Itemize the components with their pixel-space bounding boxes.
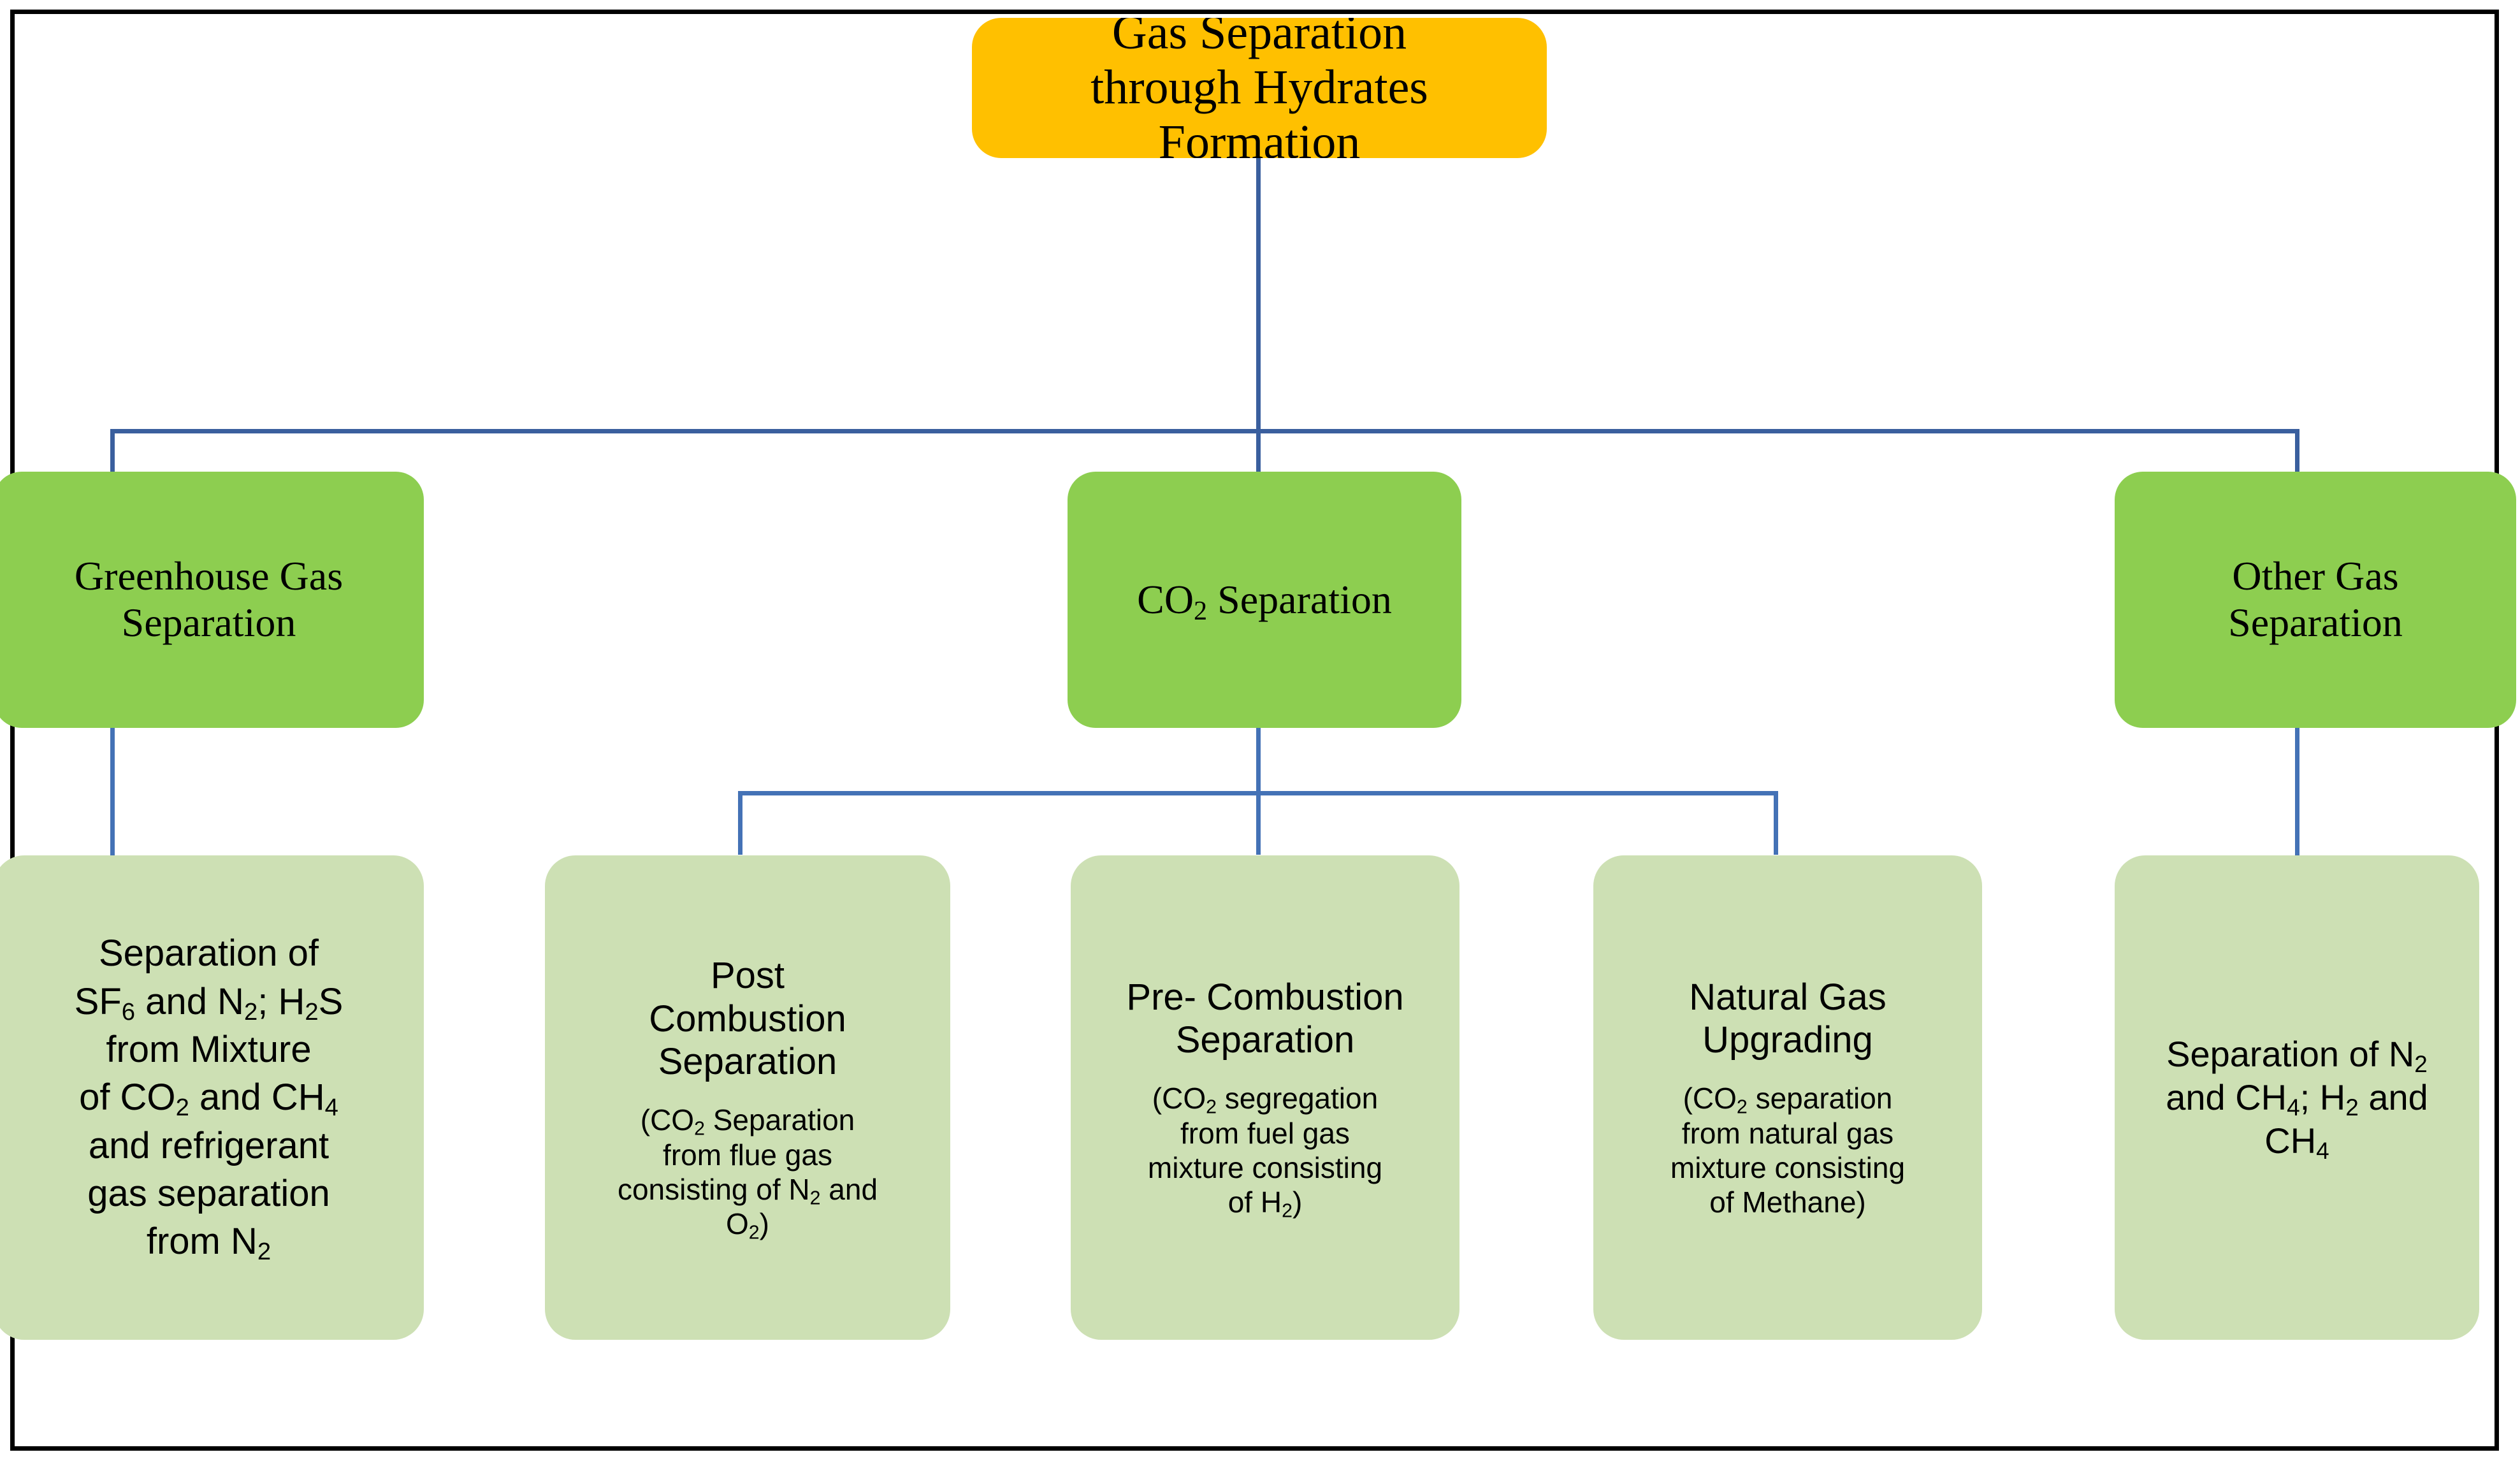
post-combustion-sub-line-2: from flue gas <box>663 1138 832 1172</box>
greenhouse-leaf-line-5: and refrigerant <box>88 1124 329 1166</box>
natural-gas-sub-line-3: mixture consisting <box>1670 1150 1906 1184</box>
other-label-line-1: Other Gas <box>2232 553 2399 599</box>
pre-combustion-sub-line-3: mixture consisting <box>1147 1150 1383 1184</box>
greenhouse-label-line-2: Separation <box>121 600 296 645</box>
root-title-line-3: Formation <box>1158 115 1361 158</box>
node-post-combustion-separation[interactable]: Post Combustion Separation (CO2 Separati… <box>545 855 950 1340</box>
connector-level1-bus <box>110 429 2299 433</box>
connector-drop-post-combustion <box>738 791 742 855</box>
connector-co2-stem <box>1256 728 1261 795</box>
node-co2-separation[interactable]: CO2 Separation <box>1068 472 1461 728</box>
other-label-line-2: Separation <box>2228 600 2403 645</box>
pre-combustion-title-line-2: Separation <box>1175 1019 1355 1061</box>
natural-gas-subtext: (CO2 separation from natural gas mixture… <box>1664 1081 1911 1219</box>
post-combustion-subtext: (CO2 Separation from flue gas consisting… <box>611 1103 884 1244</box>
pre-combustion-sub-line-1: (CO2 segregation <box>1152 1082 1379 1118</box>
greenhouse-leaf-line-3: from Mixture <box>106 1028 312 1070</box>
other-gas-leaf-body: Separation of N2 and CH4; H2 and CH4 <box>2155 1033 2438 1163</box>
node-other-gas-leaf[interactable]: Separation of N2 and CH4; H2 and CH4 <box>2115 855 2479 1340</box>
pre-combustion-title-line-1: Pre- Combustion <box>1126 976 1404 1018</box>
natural-gas-sub-line-4: of Methane) <box>1709 1186 1866 1219</box>
greenhouse-leaf-line-7: from N2 <box>146 1221 272 1266</box>
connector-other-to-leaf <box>2295 728 2299 855</box>
natural-gas-title: Natural Gas Upgrading <box>1680 976 1895 1063</box>
greenhouse-leaf-body: Separation of SF6 and N2; H2S from Mixtu… <box>64 929 354 1266</box>
connector-drop-co2 <box>1256 429 1261 472</box>
pre-combustion-subtext: (CO2 segregation from fuel gas mixture c… <box>1141 1081 1389 1222</box>
other-gas-leaf-line-3: CH4 <box>2264 1121 2329 1165</box>
pre-combustion-sub-line-4: of H2) <box>1227 1186 1303 1222</box>
co2-label: CO2 Separation <box>1137 576 1392 626</box>
post-combustion-title-line-3: Separation <box>658 1041 837 1083</box>
co2-label-suffix: Separation <box>1207 576 1392 622</box>
diagram-border <box>10 10 2499 1451</box>
node-greenhouse-gas-separation[interactable]: Greenhouse Gas Separation <box>0 472 424 728</box>
root-title-line-1: Gas Separation <box>1112 18 1407 60</box>
other-gas-leaf-line-2: and CH4; H2 and <box>2166 1077 2428 1121</box>
other-gas-leaf-line-1: Separation of N2 <box>2166 1033 2428 1077</box>
greenhouse-leaf-line-4: of CO2 and CH4 <box>79 1077 338 1122</box>
connector-drop-greenhouse <box>110 429 115 472</box>
natural-gas-title-line-1: Natural Gas <box>1689 976 1886 1018</box>
greenhouse-leaf-line-2: SF6 and N2; H2S <box>74 980 344 1026</box>
pre-combustion-title: Pre- Combustion Separation <box>1117 976 1412 1063</box>
natural-gas-sub-line-2: from natural gas <box>1681 1116 1894 1150</box>
root-title-line-2: through Hydrates <box>1090 61 1428 115</box>
connector-drop-pre-combustion <box>1256 791 1261 855</box>
node-root-gas-separation[interactable]: Gas Separation through Hydrates Formatio… <box>972 18 1547 158</box>
natural-gas-title-line-2: Upgrading <box>1702 1019 1873 1061</box>
node-pre-combustion-separation[interactable]: Pre- Combustion Separation (CO2 segregat… <box>1071 855 1459 1340</box>
connector-greenhouse-to-leaf <box>110 728 115 855</box>
pre-combustion-sub-line-2: from fuel gas <box>1180 1116 1350 1150</box>
post-combustion-sub-line-3: consisting of N2 and <box>617 1172 878 1209</box>
node-greenhouse-leaf[interactable]: Separation of SF6 and N2; H2S from Mixtu… <box>0 855 424 1340</box>
co2-label-prefix: CO <box>1137 576 1194 622</box>
post-combustion-title-line-2: Combustion <box>649 998 846 1040</box>
greenhouse-leaf-line-1: Separation of <box>98 933 319 975</box>
post-combustion-title-line-1: Post <box>710 954 785 996</box>
post-combustion-title: Post Combustion Separation <box>640 954 855 1084</box>
connector-root-stem <box>1256 156 1261 433</box>
node-other-gas-separation[interactable]: Other Gas Separation <box>2115 472 2516 728</box>
post-combustion-sub-line-4: O2) <box>726 1207 769 1244</box>
post-combustion-sub-line-1: (CO2 Separation <box>640 1103 855 1140</box>
greenhouse-leaf-line-6: gas separation <box>87 1173 330 1215</box>
connector-drop-natural-gas <box>1774 791 1778 855</box>
connector-drop-other <box>2295 429 2299 472</box>
greenhouse-label-line-1: Greenhouse Gas <box>74 553 344 599</box>
co2-label-subscript: 2 <box>1194 595 1208 626</box>
natural-gas-sub-line-1: (CO2 separation <box>1683 1082 1893 1118</box>
node-natural-gas-upgrading[interactable]: Natural Gas Upgrading (CO2 separation fr… <box>1593 855 1982 1340</box>
